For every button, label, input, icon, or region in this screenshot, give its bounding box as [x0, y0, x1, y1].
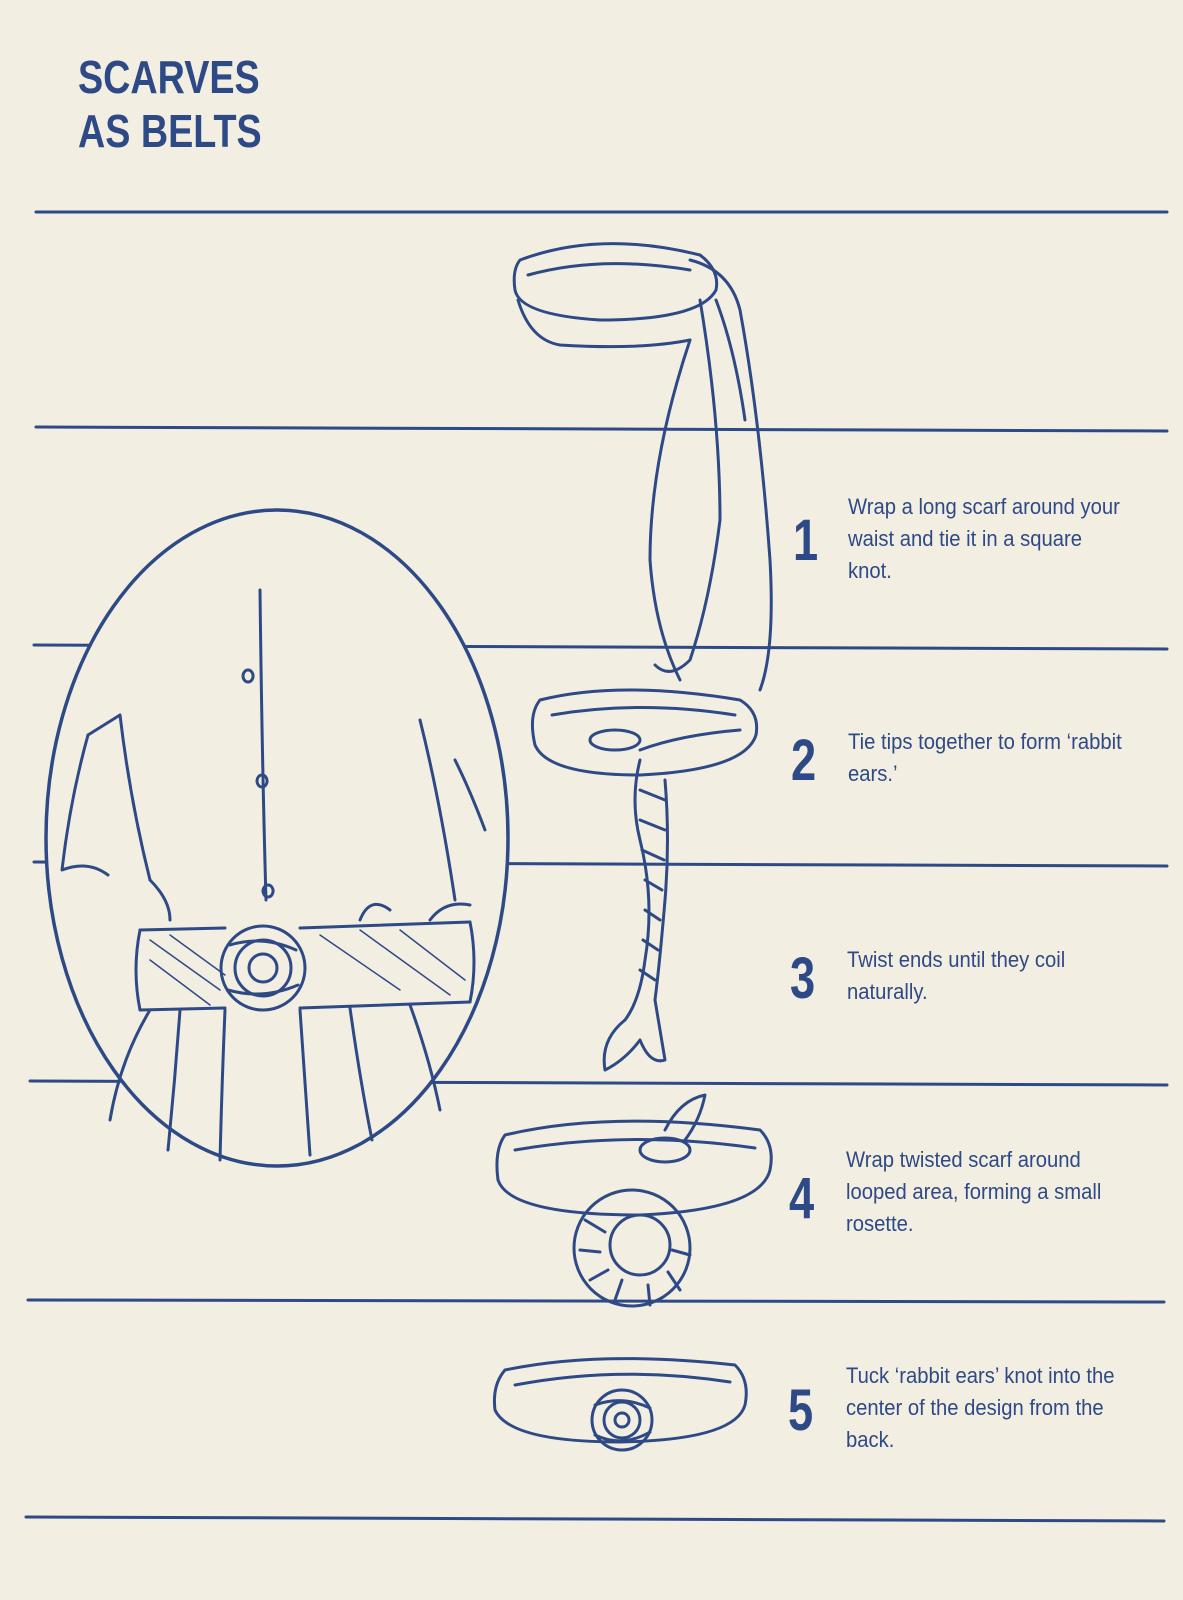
step-4-text: Wrap twisted scarf around looped area, f… [846, 1144, 1122, 1240]
step-3-number: 3 [790, 950, 815, 1008]
step-3-text: Twist ends until they coil naturally. [847, 944, 1123, 1008]
step-1-illustration [514, 244, 771, 690]
step-5-number: 5 [788, 1382, 813, 1440]
step-5-illustration [494, 1359, 746, 1450]
step-2-number: 2 [791, 732, 816, 790]
step-1-number: 1 [793, 512, 818, 570]
step-1-text: Wrap a long scarf around your waist and … [848, 491, 1124, 587]
step-2-text: Tie tips together to form ‘rabbit ears.’ [848, 726, 1124, 790]
step-5-text: Tuck ‘rabbit ears’ knot into the center … [846, 1360, 1122, 1456]
step-2-illustration [532, 690, 756, 1070]
step-4-illustration [497, 1095, 771, 1306]
belted-figure-illustration [46, 510, 508, 1166]
step-4-number: 4 [789, 1170, 814, 1228]
